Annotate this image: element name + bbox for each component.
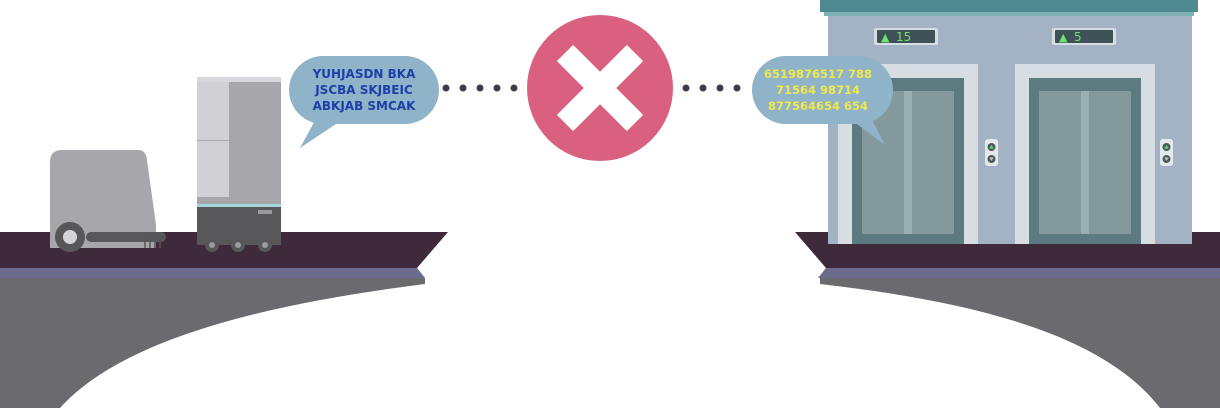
elevator-bubble-body <box>752 56 893 124</box>
elevator-bubble-line-2: 71564 98714 <box>776 83 860 97</box>
robot-bubble-line-2: JSCBA SKJBEIC <box>314 83 413 97</box>
elevator-display-2-arrow: ▲ <box>1059 31 1068 44</box>
robot-tower-cap <box>197 77 281 83</box>
elevator-2-door-left <box>1039 91 1081 234</box>
elevator-2-call-buttons <box>1160 139 1173 166</box>
robot-tower-light-strip <box>197 204 281 207</box>
building-roof-trim <box>824 12 1194 16</box>
elevator-2-door-right <box>1089 91 1131 234</box>
right-cliff <box>795 232 1220 408</box>
robot-bubble-line-3: ABKJAB SMCAK <box>313 99 416 113</box>
robot-wheel-hub-1 <box>209 242 215 248</box>
robot-brush <box>144 238 161 248</box>
elevator-1-door-seam <box>904 91 912 234</box>
elevator-display-2-screen <box>1055 30 1113 43</box>
error-x-icon <box>527 15 673 161</box>
elevator-building: ▲ 15 ▲ 5 <box>820 0 1198 244</box>
elevator-display-1-arrow: ▲ <box>881 31 890 44</box>
elevator-display-1-floor: 15 <box>896 30 911 44</box>
building-roof <box>820 0 1198 12</box>
elevator-bubble-line-3: 877564654 654 <box>768 99 868 113</box>
robot-tower-panel-lower <box>197 141 229 197</box>
robot-bubble-body <box>289 56 439 124</box>
robot-speech-bubble: YUHJASDN BKA JSCBA SKJBEIC ABKJAB SMCAK <box>289 56 439 148</box>
left-cliff <box>0 232 448 408</box>
robot-bubble-line-1: YUHJASDN BKA <box>312 67 416 81</box>
elevator-bubble-line-1: 6519876517 788 <box>764 67 872 81</box>
robot-wheel-hub-2 <box>235 242 241 248</box>
cleaning-robot <box>50 77 281 252</box>
dotted-connector-right <box>682 84 741 92</box>
robot-wheel-hub-3 <box>262 242 268 248</box>
elevator-1-door-right <box>912 91 954 234</box>
robot-tower-slot <box>258 210 272 214</box>
robot-front-wheel-hub <box>63 230 77 244</box>
robot-base-plate <box>86 232 166 242</box>
elevator-2-door-seam <box>1081 91 1089 234</box>
robot-tower-panel-upper <box>197 82 229 140</box>
dotted-connector-left <box>442 84 518 92</box>
elevator-1-call-buttons <box>985 139 998 166</box>
left-cliff-body <box>0 278 425 408</box>
elevator-speech-bubble: 6519876517 788 71564 98714 877564654 654 <box>752 56 893 145</box>
right-cliff-body <box>820 278 1220 408</box>
elevator-display-2-floor: 5 <box>1074 30 1082 44</box>
left-cliff-stripe <box>0 268 425 278</box>
right-cliff-stripe <box>818 268 1220 278</box>
elevator-display-1-screen <box>877 30 935 43</box>
